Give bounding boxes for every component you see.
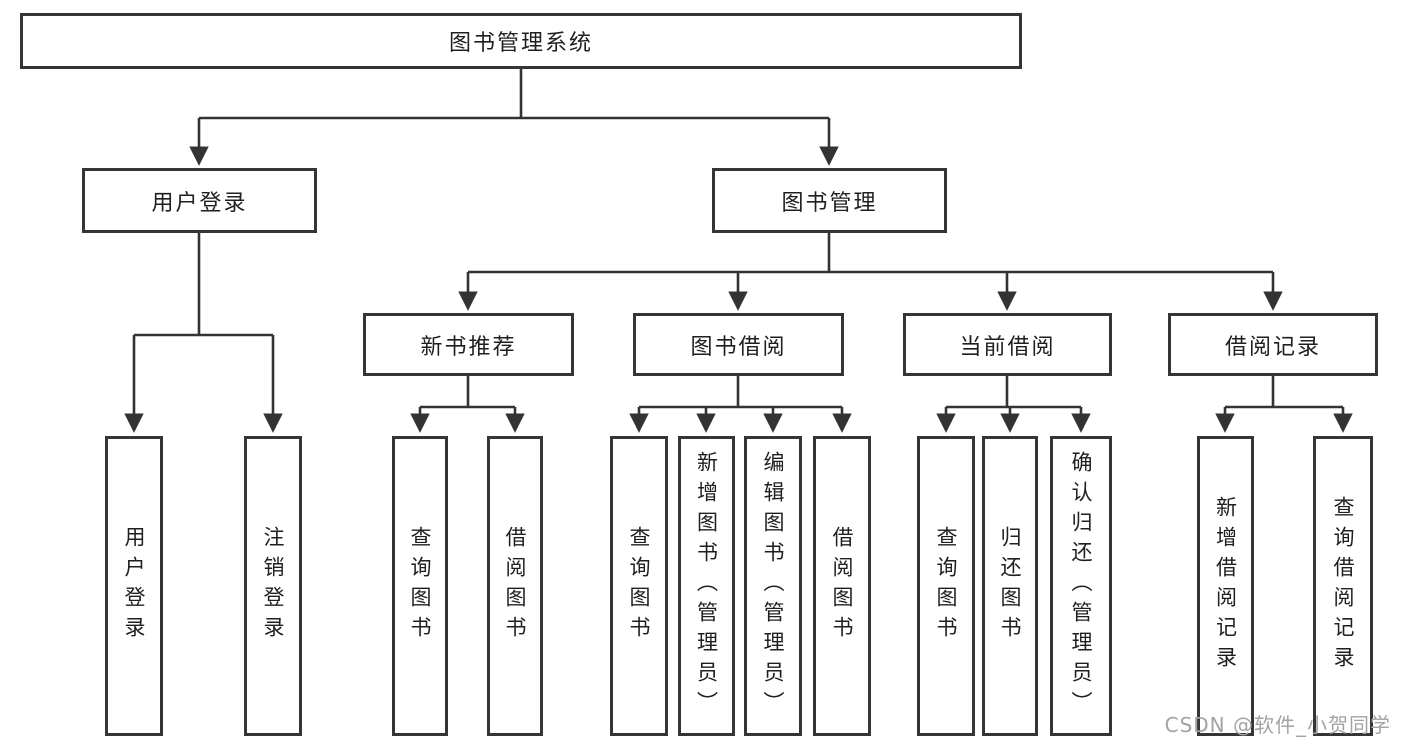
csdn-watermark: CSDN @软件_小贺同学 (1164, 713, 1391, 737)
leaf-confirm-return-admin: 确认归还（管理员） (1050, 436, 1112, 736)
leaf-query-books-borrow: 查询图书 (610, 436, 668, 736)
leaf-label: 归还图书 (998, 526, 1022, 646)
node-root-system: 图书管理系统 (20, 13, 1022, 69)
leaf-label: 查询图书 (934, 526, 958, 646)
node-book-borrow: 图书借阅 (633, 313, 844, 376)
node-user-login: 用户登录 (82, 168, 317, 233)
leaf-query-books-current: 查询图书 (917, 436, 975, 736)
node-book-management: 图书管理 (712, 168, 947, 233)
leaf-label: 查询借阅记录 (1331, 496, 1355, 676)
leaf-label: 借阅图书 (503, 526, 527, 646)
leaf-user-login: 用户登录 (105, 436, 163, 736)
node-current-borrow: 当前借阅 (903, 313, 1112, 376)
node-borrow-record: 借阅记录 (1168, 313, 1378, 376)
leaf-label: 注销登录 (261, 526, 285, 646)
node-new-book-recommend: 新书推荐 (363, 313, 574, 376)
leaf-label: 查询图书 (627, 526, 651, 646)
leaf-label: 新增图书（管理员） (694, 451, 719, 721)
leaf-label: 借阅图书 (830, 526, 854, 646)
leaf-query-books-newrec: 查询图书 (392, 436, 448, 736)
leaf-add-borrow-record: 新增借阅记录 (1197, 436, 1254, 736)
leaf-borrow-books-newrec: 借阅图书 (487, 436, 543, 736)
leaf-add-books-admin: 新增图书（管理员） (678, 436, 735, 736)
leaf-borrow-books: 借阅图书 (813, 436, 871, 736)
leaf-logout: 注销登录 (244, 436, 302, 736)
leaf-label: 编辑图书（管理员） (761, 451, 785, 721)
leaf-return-books: 归还图书 (982, 436, 1038, 736)
leaf-query-borrow-record: 查询借阅记录 (1313, 436, 1373, 736)
leaf-label: 用户登录 (122, 526, 146, 646)
leaf-label: 新增借阅记录 (1213, 496, 1238, 676)
leaf-label: 查询图书 (408, 526, 432, 646)
leaf-label: 确认归还（管理员） (1069, 451, 1093, 721)
leaf-edit-books-admin: 编辑图书（管理员） (744, 436, 802, 736)
